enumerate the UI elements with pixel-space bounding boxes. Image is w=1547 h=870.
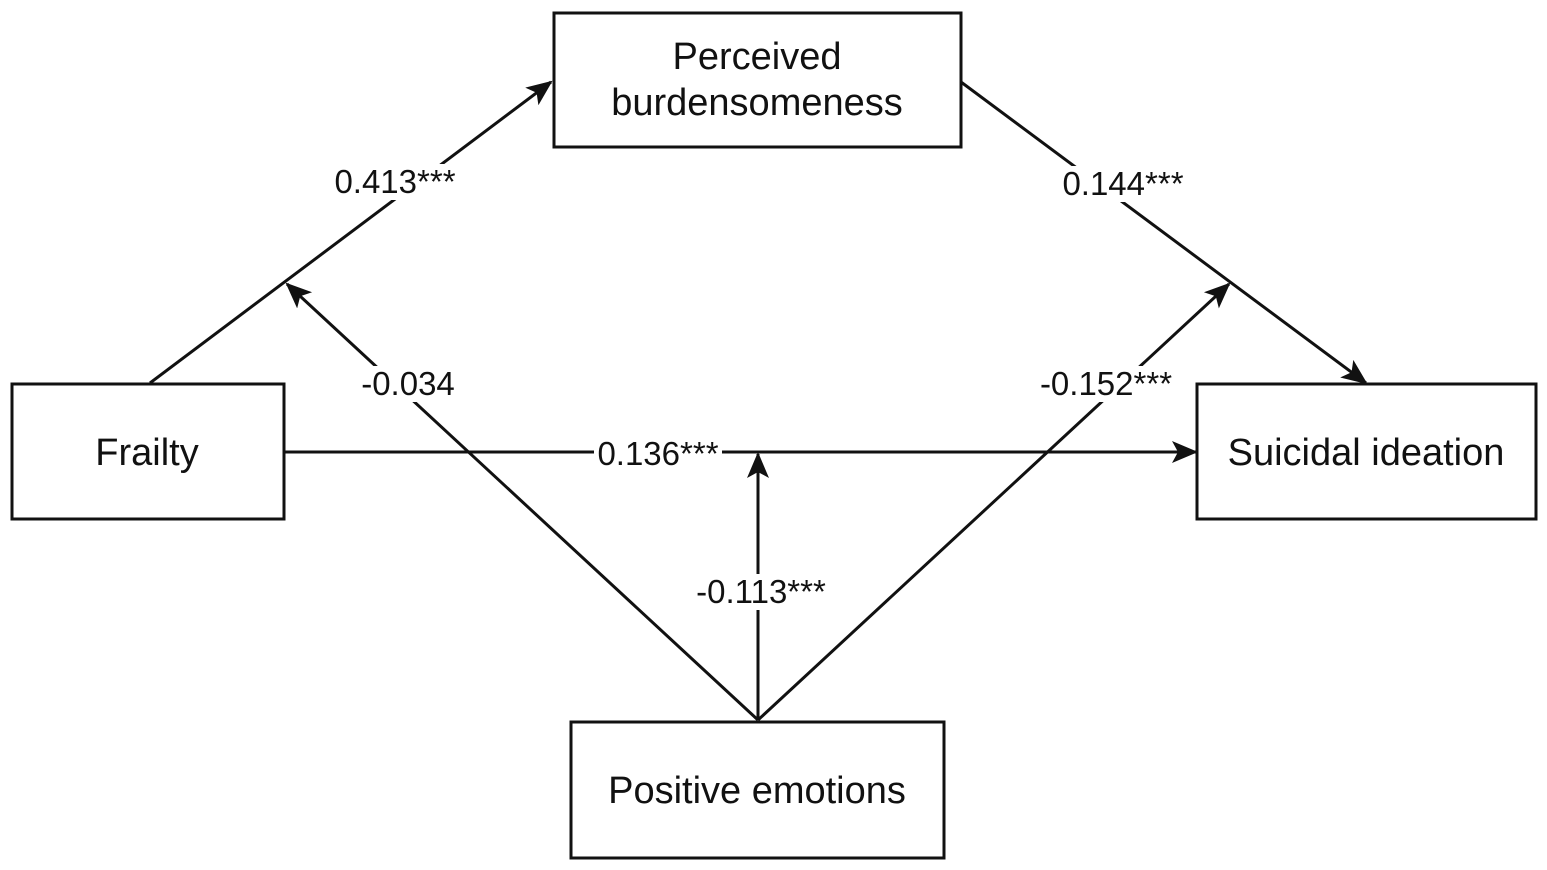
label-frailty-to-burden: 0.413*** — [334, 163, 455, 200]
label-frailty-to-suicidal: 0.136*** — [597, 435, 718, 472]
node-burden-label-line2: burdensomeness — [611, 82, 903, 124]
label-moderation-b-path: -0.152*** — [1040, 365, 1172, 402]
edge-frailty-to-burden — [149, 80, 553, 385]
node-positive-emotions: Positive emotions — [569, 720, 946, 860]
node-frailty: Frailty — [10, 382, 286, 521]
moderation-arrow-b-path — [756, 282, 1231, 722]
node-perceived-burdensomeness: Perceived burdensomeness — [552, 11, 963, 149]
label-burden-to-suicidal: 0.144*** — [1062, 165, 1183, 202]
node-positive-label: Positive emotions — [608, 770, 906, 812]
moderation-arrow-a-path — [285, 282, 760, 722]
node-frailty-label: Frailty — [95, 432, 198, 474]
label-moderation-a-path: -0.034 — [361, 365, 455, 402]
node-burden-label-line1: Perceived — [673, 36, 842, 78]
node-suicidal-ideation: Suicidal ideation — [1195, 382, 1538, 521]
edge-burden-to-suicidal — [960, 80, 1368, 385]
label-moderation-c-path: -0.113*** — [696, 573, 826, 610]
node-suicidal-label: Suicidal ideation — [1228, 432, 1505, 474]
